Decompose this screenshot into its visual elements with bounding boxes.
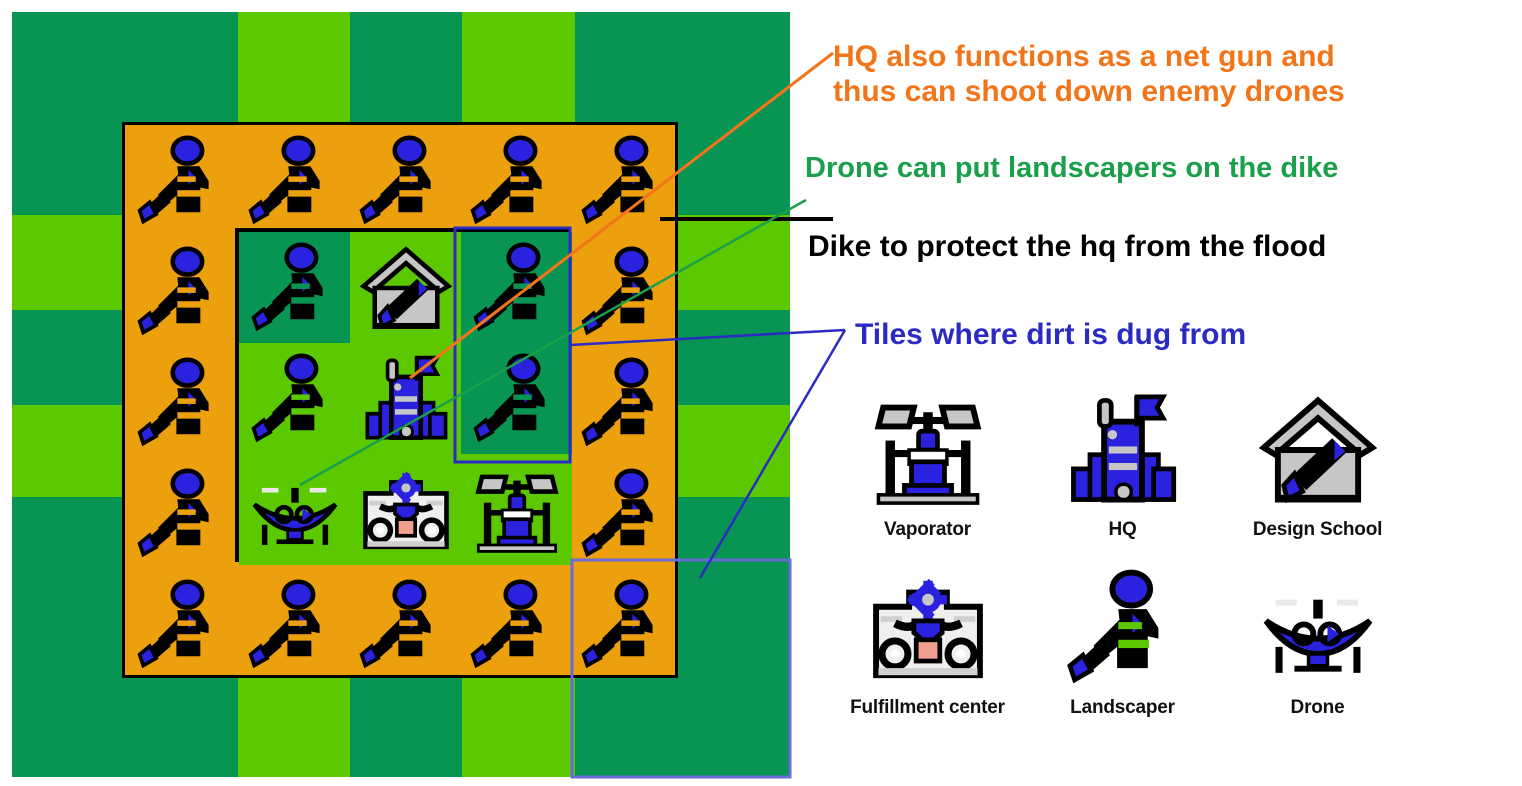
landscaper-icon [246,134,338,227]
landscaper-icon [579,134,671,227]
inner-tile-design-school[interactable] [350,232,461,343]
annotation-dirt-tiles: Tiles where dirt is dug from [855,318,1247,351]
dike-tile-landscaper[interactable] [347,125,458,236]
legend-glyph [1259,563,1377,693]
annotation-hq-netgun: HQ also functions as a net gun and thus … [833,40,1345,110]
legend-label: Drone [1290,697,1345,718]
legend-row-1: Vaporator HQ Design School [830,375,1430,541]
design-school-icon [1258,385,1377,515]
legend-glyph [1064,563,1182,693]
inner-tile-hq[interactable] [350,343,461,454]
dike-tile-landscaper[interactable] [569,125,680,236]
annotation-dike-protect: Dike to protect the hq from the flood [808,230,1327,263]
legend-glyph [1064,375,1182,515]
dike-tile-landscaper[interactable] [125,569,236,680]
dike-tile-landscaper[interactable] [569,458,680,569]
dike-tile-landscaper[interactable] [569,569,680,680]
dike-tile-landscaper[interactable] [125,236,236,347]
dike-tile-landscaper[interactable] [125,347,236,458]
dike-tile-landscaper[interactable] [125,125,236,236]
vaporator-icon [869,385,987,515]
landscaper-icon [468,578,560,671]
legend-item-design-school[interactable]: Design School [1220,375,1415,541]
legend-label: HQ [1108,519,1137,540]
landscaper-icon [135,356,227,449]
landscaper-icon [135,134,227,227]
inner-tile-landscaper[interactable] [461,343,572,454]
hq-icon [1064,385,1182,515]
legend-label: Fulfillment center [850,697,1005,718]
inner-tile-fulfillment-center[interactable] [350,454,461,565]
inner-tile-drone[interactable] [239,454,350,565]
landscaper-icon [249,352,341,445]
dike-tile-landscaper[interactable] [569,236,680,347]
drone-icon [249,464,341,556]
vaporator-icon [471,464,563,556]
landscaper-icon [1064,563,1182,693]
landscaper-icon [579,356,671,449]
landscaper-icon [357,578,449,671]
dike-tile-landscaper[interactable] [125,458,236,569]
design-school-icon [359,242,452,334]
legend-glyph [869,375,987,515]
drone-icon [1259,563,1377,693]
fulfillment-center-icon [869,563,987,693]
inner-tile-vaporator[interactable] [461,454,572,565]
landscaper-icon [471,352,563,445]
landscaper-icon [471,241,563,334]
landscaper-icon [249,241,341,334]
legend-label: Design School [1252,519,1383,540]
dike-tile-landscaper[interactable] [236,569,347,680]
game-board [12,12,790,777]
landscaper-icon [357,134,449,227]
dike-tile-landscaper[interactable] [458,125,569,236]
legend-item-landscaper[interactable]: Landscaper [1025,563,1220,719]
landscaper-icon [579,578,671,671]
landscaper-icon [579,245,671,338]
inner-tile-landscaper[interactable] [239,232,350,343]
landscaper-icon [579,467,671,560]
annotation-hq-netgun-line2: thus can shoot down enemy drones [833,74,1345,108]
dike-tile-landscaper[interactable] [236,125,347,236]
landscaper-icon [468,134,560,227]
landscaper-icon [246,578,338,671]
legend: Vaporator HQ Design School [830,375,1430,719]
legend-glyph [869,563,987,693]
legend-glyph [1258,375,1377,515]
inner-tile-landscaper[interactable] [461,232,572,343]
fulfillment-center-icon [360,464,452,556]
legend-label: Landscaper [1070,697,1175,718]
inner-field [235,228,572,565]
hq-icon [360,353,452,445]
dike-tile-landscaper[interactable] [347,569,458,680]
landscaper-icon [135,467,227,560]
landscaper-icon [135,578,227,671]
legend-item-hq[interactable]: HQ [1025,375,1220,541]
legend-item-vaporator[interactable]: Vaporator [830,375,1025,541]
legend-row-2: Fulfillment center Landscaper Drone [830,563,1430,719]
legend-label: Vaporator [884,519,971,540]
dike-tile-landscaper[interactable] [569,347,680,458]
legend-item-fulfillment-center[interactable]: Fulfillment center [830,563,1025,719]
legend-item-drone[interactable]: Drone [1220,563,1415,719]
annotation-hq-netgun-line1: HQ also functions as a net gun and [833,40,1335,73]
dike-tile-landscaper[interactable] [458,569,569,680]
landscaper-icon [135,245,227,338]
inner-tile-landscaper[interactable] [239,343,350,454]
annotation-drone-landscapers: Drone can put landscapers on the dike [805,152,1339,184]
